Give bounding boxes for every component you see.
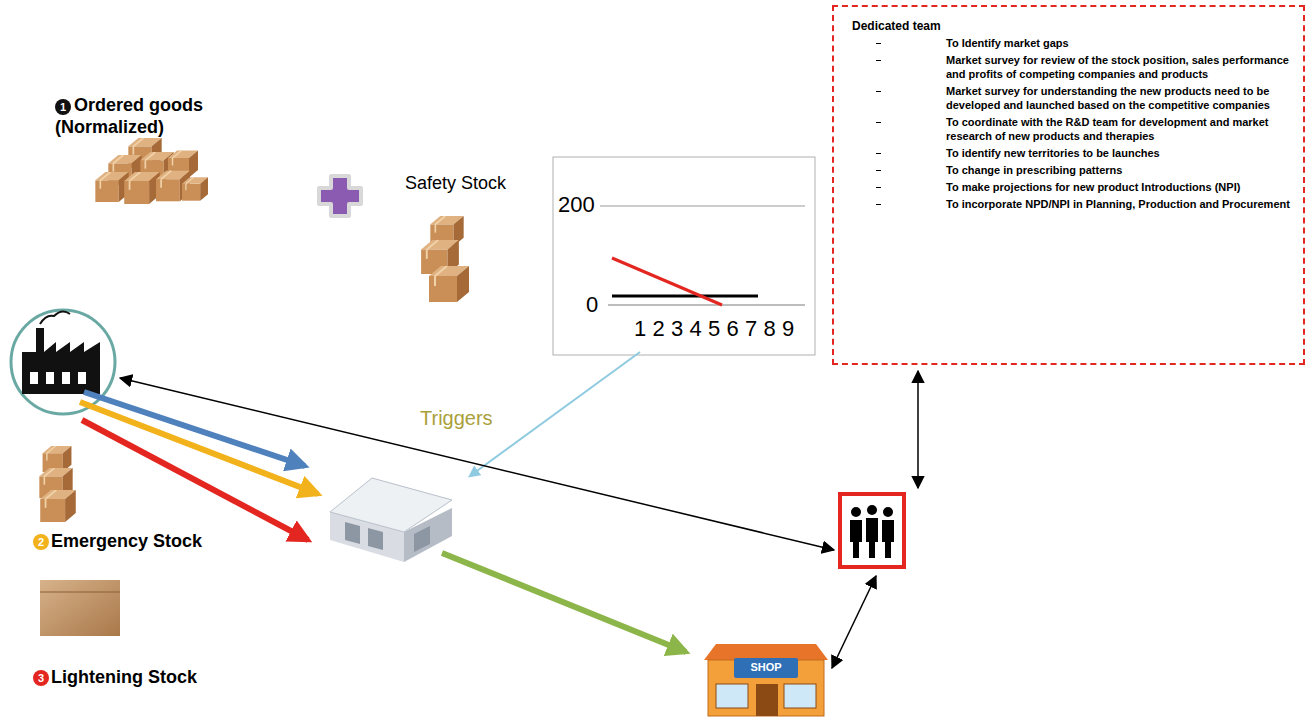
- axis-tick: 3: [668, 316, 686, 342]
- bullet-dash: [876, 187, 881, 188]
- cardboard-box: [40, 580, 120, 636]
- team-heading: Dedicated team: [852, 19, 1291, 33]
- axis-tick: 6: [724, 316, 742, 342]
- shop-icon: [704, 644, 828, 716]
- cardboard-boxes: [421, 216, 469, 302]
- bullet-dash: [876, 122, 881, 123]
- task-item: Market survey for understanding the new …: [946, 84, 1291, 112]
- shop-sign: SHOP: [734, 661, 798, 674]
- cardboard-boxes: [39, 446, 75, 522]
- axis-value: 0: [586, 292, 598, 318]
- task-item: Market survey for review of the stock po…: [946, 53, 1291, 81]
- flow-arrows: [80, 352, 918, 668]
- bullet-dash: [876, 170, 881, 171]
- bullet-dash: [876, 153, 881, 154]
- axis-tick: 7: [742, 316, 760, 342]
- bullet-dash: [876, 60, 881, 61]
- stock-label: Ordered goods (Normalized): [55, 94, 235, 138]
- stock-chart: [553, 157, 815, 355]
- axis-value: 200: [558, 192, 595, 218]
- callout-number: 2: [33, 534, 49, 550]
- plus-sign: [319, 176, 361, 216]
- axis-tick: 9: [779, 316, 797, 342]
- arrow-label: Triggers: [420, 406, 493, 430]
- task-item: To change in prescribing patterns: [946, 163, 1291, 177]
- callout-number: 1: [55, 99, 71, 115]
- task-item: To Identify market gaps: [946, 36, 1291, 50]
- task-item: To make projections for new product Intr…: [946, 180, 1291, 194]
- callout-number: 3: [33, 670, 49, 686]
- bullet-dash: [876, 43, 881, 44]
- stock-label: Safety Stock: [405, 172, 506, 194]
- people-icon: [840, 494, 904, 567]
- task-item: To coordinate with the R&D team for deve…: [946, 115, 1291, 143]
- axis-tick: 5: [705, 316, 723, 342]
- team-box: Dedicated team To Identify market gapsMar…: [832, 5, 1305, 365]
- warehouse-icon: [330, 478, 452, 562]
- axis-tick: 1: [631, 316, 649, 342]
- task-item: To identify new territories to be launch…: [946, 146, 1291, 160]
- stock-label: Lightening Stock: [51, 666, 197, 688]
- cardboard-boxes: [95, 138, 208, 204]
- axis-tick: 8: [761, 316, 779, 342]
- axis-tick: 4: [687, 316, 705, 342]
- task-item: To incorporate NPD/NPI in Planning, Prod…: [946, 197, 1291, 211]
- bullet-dash: [876, 91, 881, 92]
- axis-tick: 2: [650, 316, 668, 342]
- bullet-dash: [876, 204, 881, 205]
- stock-label: Emergency Stock: [51, 530, 202, 552]
